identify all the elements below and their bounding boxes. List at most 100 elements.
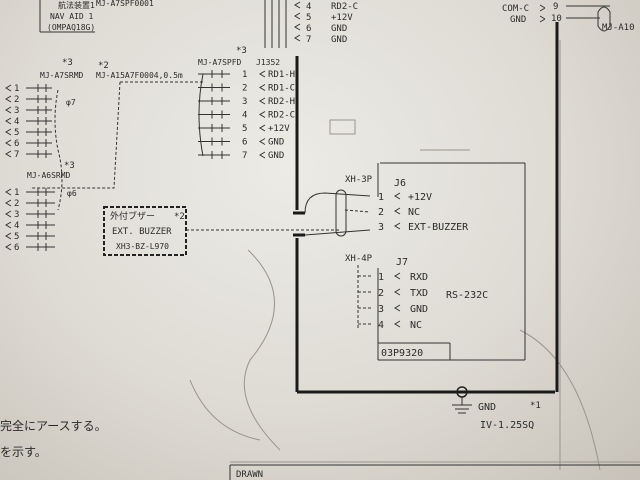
j1352-pin-sig: GND: [268, 138, 284, 148]
left-pin-num: 3: [14, 106, 19, 116]
phi7-label: φ7: [66, 98, 76, 107]
top-pin-7-sig: GND: [331, 35, 347, 45]
top-right-connector: COM-C GND 9 10 MJ-A10: [502, 2, 635, 35]
gnd-wire: IV-1.25SQ: [480, 420, 534, 431]
ground-symbol: GND *1 IV-1.25SQ: [452, 386, 541, 431]
j1352-pin-sig: +12V: [268, 124, 290, 134]
left-pin-num: 7: [14, 150, 19, 160]
j1352-pin-num: 2: [242, 84, 247, 94]
lower-left-pin-num: 4: [14, 221, 19, 231]
lower-left-pin-num: 2: [14, 199, 19, 209]
ext-buzzer: 外付ブザー *2 EXT. BUZZER XH3-BZ-L970: [103, 206, 340, 256]
pin-9: 9: [553, 2, 558, 12]
j6-pin-sig: NC: [408, 207, 420, 218]
left-pin-num: 5: [14, 128, 19, 138]
com-c-label: COM-C: [502, 4, 529, 14]
left-pin-num: 6: [14, 139, 19, 149]
top-pin-7-num: 7: [306, 35, 311, 45]
gnd-label: GND: [478, 402, 496, 413]
j6-pin-sig: EXT-BUZZER: [408, 222, 469, 233]
buzzer-en: EXT. BUZZER: [112, 227, 172, 237]
j1352-pin-num: 1: [242, 70, 247, 80]
buzzer-star2: *2: [174, 212, 185, 222]
left-pin-num: 4: [14, 117, 19, 127]
j1352-pin-sig: RD2-C: [268, 111, 295, 121]
top-pin-6-sig: GND: [331, 24, 347, 34]
j7-pin-sig: GND: [410, 304, 428, 315]
note-line-2: を示す。: [0, 445, 47, 459]
top-pin-4-num: 4: [306, 2, 311, 12]
top-pin-4-sig: RD2-C: [331, 2, 358, 12]
cable-label: MJ-A15A7F0004,0.5m: [96, 71, 183, 80]
j7-housing: XH-4P: [345, 254, 373, 264]
j1352-plug: MJ-A7SPFD: [198, 58, 242, 67]
left-pin-num: 2: [14, 95, 19, 105]
j7-pin-num: 2: [378, 288, 384, 299]
j1352-pin-num: 5: [242, 124, 247, 134]
notes: 完全にアースする。 を示す。: [0, 418, 107, 459]
gnd-label-top: GND: [510, 15, 526, 25]
lower-left-star3: *3: [64, 161, 75, 171]
j1352-star3: *3: [236, 46, 247, 56]
j1352-pin-sig: RD2-H: [268, 97, 295, 107]
j7-pin-sig: NC: [410, 320, 422, 331]
nav-aid-box: 航法装置1 NAV AID 1 (OMPAQ18G) MJ-A7SPF0001: [39, 0, 154, 33]
j1352-pin-sig: GND: [268, 151, 284, 161]
j7-pin-num: 4: [378, 320, 384, 331]
board-label: 03P9320: [381, 348, 423, 359]
j1352-pin-num: 7: [242, 151, 247, 161]
top-connector: 4 RD2-C 5 +12V 6 GND 7 GND: [264, 0, 358, 48]
phi6-label: φ6: [67, 189, 77, 198]
j1352-pin-num: 6: [242, 138, 247, 148]
vertical-bus: [293, 35, 559, 394]
lower-left-pin-num: 1: [14, 188, 19, 198]
drawn-label: DRAWN: [236, 470, 263, 480]
lower-left-pin-num: 6: [14, 243, 19, 253]
note-line-1: 完全にアースする。: [0, 418, 107, 433]
nav-aid-en: NAV AID 1: [50, 12, 94, 21]
j6-pin-num: 3: [378, 222, 384, 233]
mj-a10-label: MJ-A10: [602, 23, 635, 33]
j6-name: J6: [394, 178, 406, 189]
lower-left-pin-num: 5: [14, 232, 19, 242]
j7-pin-num: 1: [378, 272, 384, 283]
board-03p9320: 03P9320: [377, 162, 526, 361]
j7-pin-sig: TXD: [410, 288, 428, 299]
j6-pin-sig: +12V: [408, 192, 432, 203]
j1352-pin-sig: RD1-H: [268, 70, 295, 80]
top-cable-label: MJ-A7SPF0001: [96, 0, 154, 8]
j7-name: J7: [396, 257, 408, 268]
buzzer-jp: 外付ブザー: [110, 210, 155, 222]
j6-housing: XH-3P: [345, 175, 373, 185]
left-block-label: MJ-A7SRMD: [40, 71, 84, 80]
pin-10: 10: [551, 14, 562, 24]
nav-aid-jp: 航法装置1: [58, 0, 95, 10]
top-pin-6-num: 6: [306, 24, 311, 34]
j7-pin-sig: RXD: [410, 272, 428, 283]
title-block: DRAWN: [229, 464, 640, 480]
j1352-pin-num: 3: [242, 97, 247, 107]
j6-pin-num: 1: [378, 192, 384, 203]
buzzer-model: XH3-BZ-L970: [116, 242, 169, 251]
background-marks: [189, 40, 640, 471]
j1352-pin-sig: RD1-C: [268, 84, 295, 94]
j1352-name: J1352: [256, 58, 280, 67]
gnd-star1: *1: [530, 401, 541, 411]
lower-left-pin-num: 3: [14, 210, 19, 220]
top-pin-5-num: 5: [306, 13, 311, 23]
lower-left-label: MJ-A6SRMD: [27, 171, 71, 180]
left-pin-num: 1: [14, 84, 19, 94]
j1352-pin-num: 4: [242, 111, 247, 121]
left-connector-block: *3 MJ-A7SRMD φ7 *2 MJ-A15A7F0004,0.5m 12…: [5, 58, 205, 211]
j7-connector: XH-4P J7 1 RXD 2 TXD 3 GND 4 NC RS-232C: [345, 254, 488, 331]
left-star2: *2: [98, 61, 109, 71]
j6-connector: XH-3P J6 1 +12V 2 NC 3 EXT-BUZZER: [304, 175, 469, 237]
j6-pin-num: 2: [378, 207, 384, 218]
rs232c-label: RS-232C: [446, 290, 488, 301]
left-star3: *3: [62, 58, 73, 68]
j7-pin-num: 3: [378, 304, 384, 315]
top-pin-5-sig: +12V: [331, 13, 353, 23]
